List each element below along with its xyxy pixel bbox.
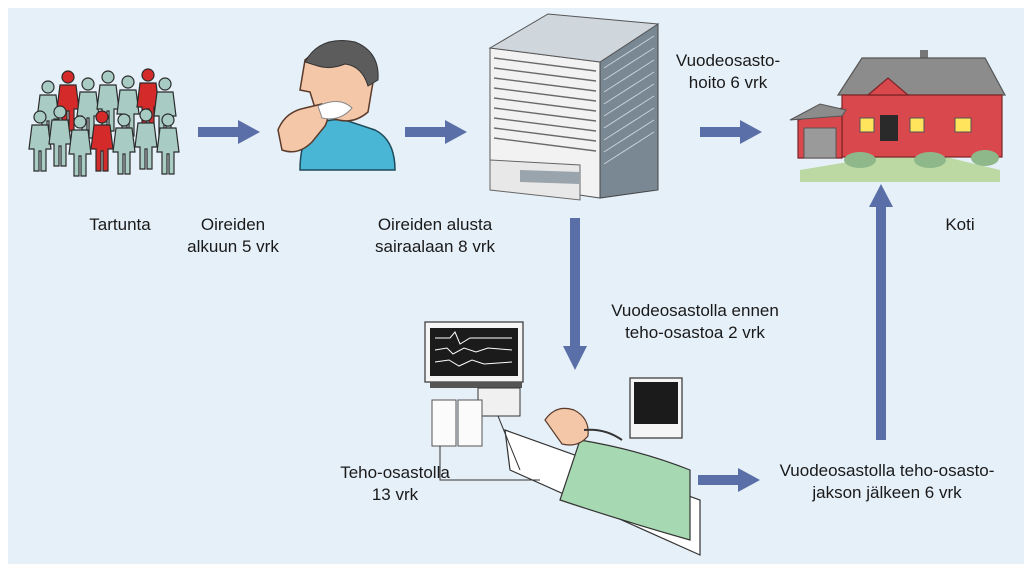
label-home: Koti xyxy=(945,215,975,234)
label-icu: Teho-osastolla 13 vrk xyxy=(340,463,450,504)
label-ward-after-icu: Vuodeosastolla teho-osasto- jakson jälke… xyxy=(779,461,995,502)
arrow-ward-to-home xyxy=(869,184,893,440)
label-infection: Tartunta xyxy=(89,215,151,234)
icu-patient-icon xyxy=(424,321,701,556)
arrow-hospital-to-home xyxy=(700,120,762,144)
coughing-person-icon xyxy=(277,40,396,171)
arrow-ward-to-icu xyxy=(563,218,587,370)
arrow-icu-to-ward xyxy=(698,468,760,492)
label-to-hospital: Oireiden alusta sairaalaan 8 vrk xyxy=(374,215,495,256)
label-ward-before-icu: Vuodeosastolla ennen teho-osastoa 2 vrk xyxy=(611,301,779,342)
arrows xyxy=(198,120,893,492)
arrow-infection-to-symptoms xyxy=(198,120,260,144)
label-symptoms-onset: Oireiden alkuun 5 vrk xyxy=(187,215,279,256)
crowd-icon xyxy=(28,68,180,177)
hospital-building-icon xyxy=(488,13,660,201)
label-ward-care: Vuodeosasto- hoito 6 vrk xyxy=(675,51,781,92)
house-icon xyxy=(789,50,1007,182)
arrow-symptoms-to-hospital xyxy=(405,120,467,144)
